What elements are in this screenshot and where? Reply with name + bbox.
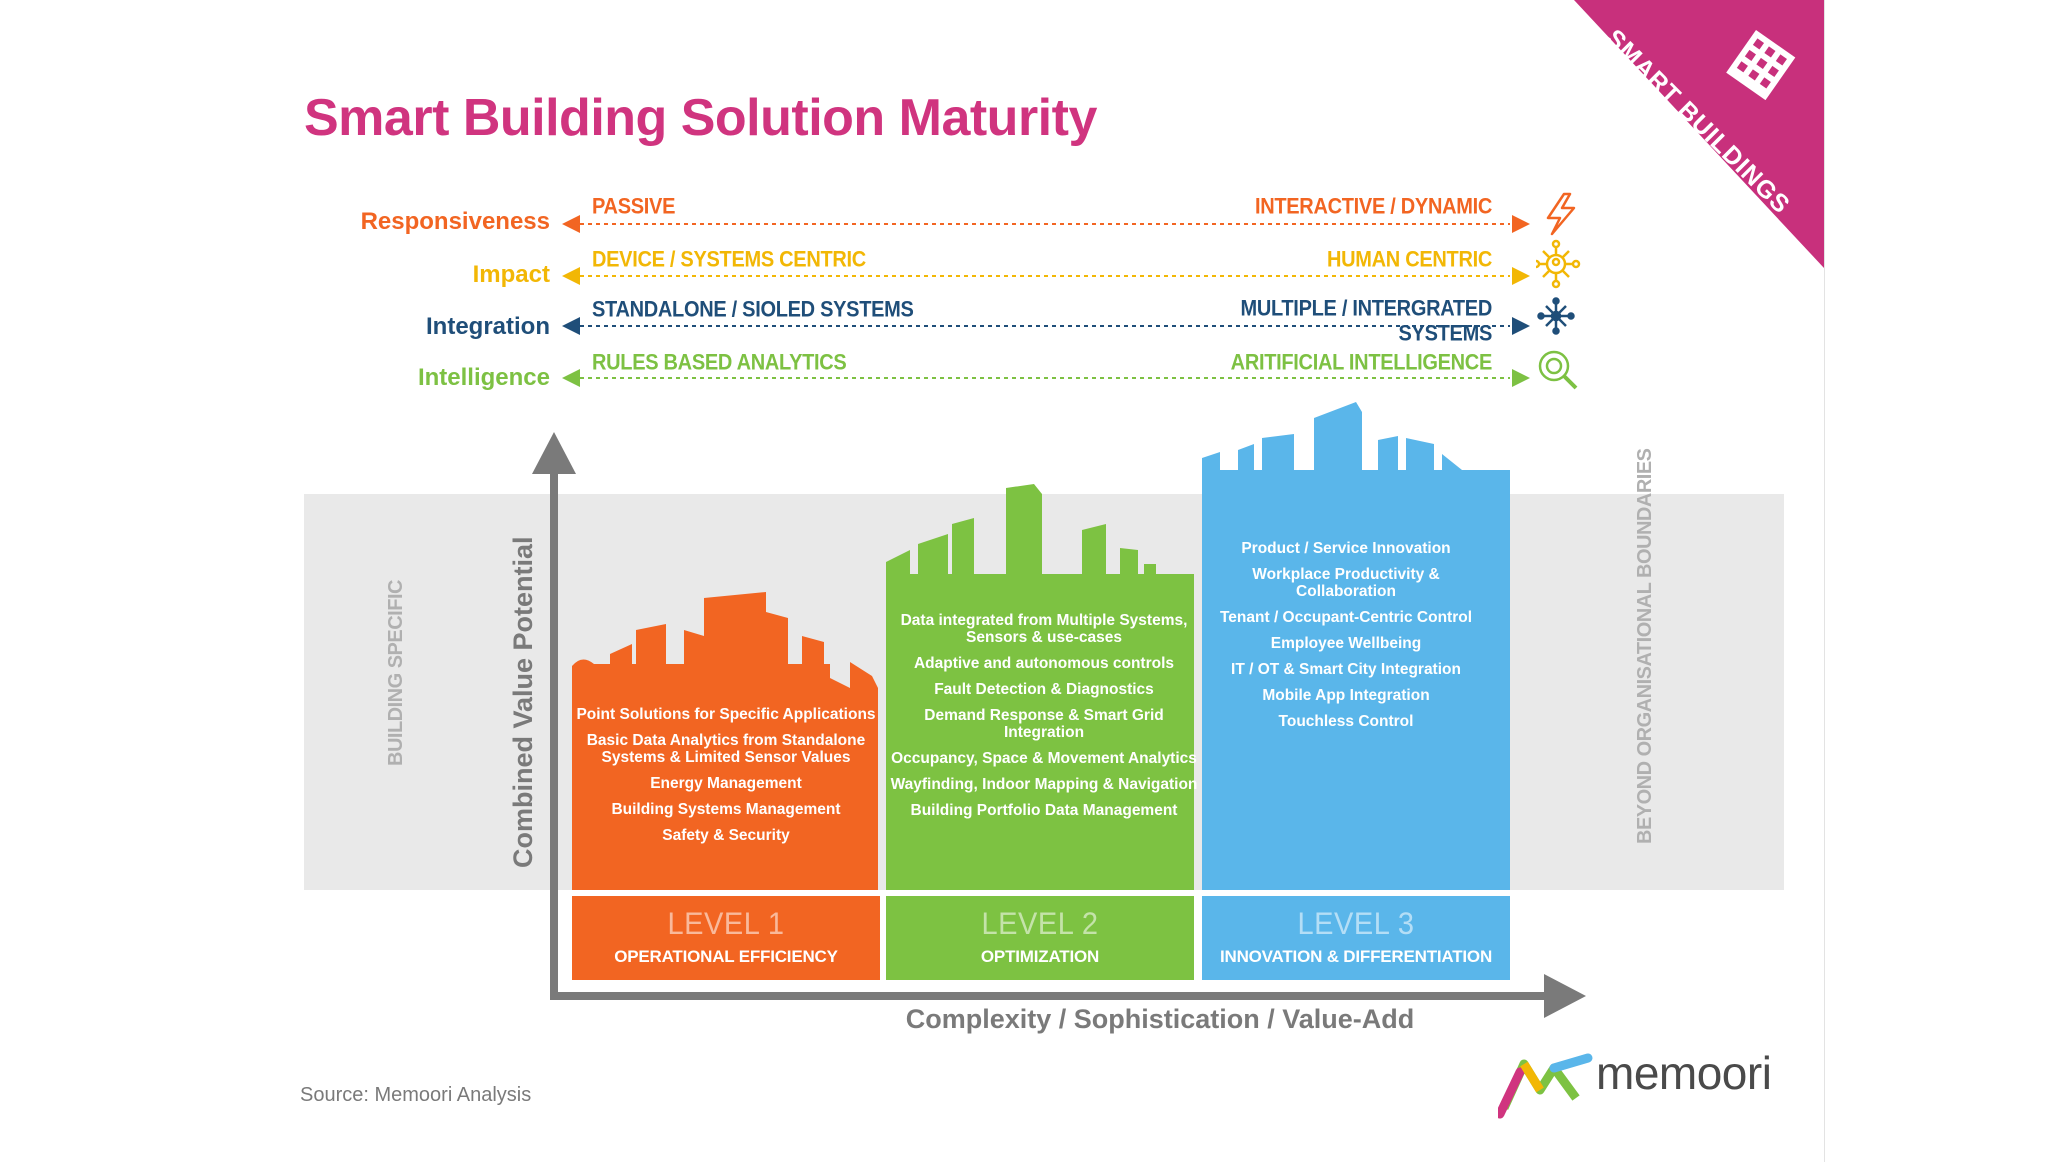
scale-left-label: STANDALONE / SIOLED SYSTEMS [592, 297, 914, 323]
scale-arrows [562, 215, 1530, 387]
y-axis-label: Combined Value Potential [508, 536, 538, 868]
list-item: Data integrated from Multiple Systems, S… [900, 612, 1188, 646]
list-item: Employee Wellbeing [1270, 635, 1422, 652]
level-number: LEVEL 3 [1297, 906, 1415, 942]
list-item: Fault Detection & Diagnostics [934, 681, 1154, 698]
side-label-left: BUILDING SPECIFIC [385, 580, 407, 766]
list-item: Occupancy, Space & Movement Analytics [891, 750, 1197, 767]
memoori-logo-icon [1498, 1053, 1593, 1119]
list-item: IT / OT & Smart City Integration [1231, 661, 1461, 678]
list-item: Safety & Security [662, 827, 790, 844]
scale-right-label: HUMAN CENTRIC [1327, 247, 1492, 273]
level-1-items: Point Solutions for Specific Application… [572, 706, 880, 853]
level-number: LEVEL 2 [981, 906, 1099, 942]
list-item: Building Systems Management [611, 801, 841, 818]
level-name: OPTIMIZATION [980, 947, 1100, 966]
dimension-label: Integration [426, 313, 550, 340]
axes [532, 432, 1586, 1018]
page-title: Smart Building Solution Maturity [304, 89, 1097, 147]
dimension-label: Responsiveness [360, 208, 550, 235]
scale-right-label: ARITIFICIAL INTELLIGENCE [1230, 350, 1493, 376]
side-label-right: BEYOND ORGANISATIONAL BOUNDARIES [1634, 448, 1656, 844]
memoori-logo-text: memoori [1596, 1047, 1772, 1099]
level-3-skyline [1202, 402, 1510, 890]
source-note: Source: Memoori Analysis [300, 1084, 532, 1106]
people-network-icon [1536, 239, 1581, 289]
level-name: INNOVATION & DIFFERENTIATION [1219, 947, 1493, 966]
brain-magnifier-icon [1538, 350, 1578, 390]
level-2-footer: LEVEL 2 OPTIMIZATION [886, 896, 1194, 980]
list-item: Basic Data Analytics from Standalone Sys… [586, 732, 866, 766]
level-1-skyline [572, 592, 878, 890]
list-item: Point Solutions for Specific Application… [576, 706, 876, 723]
scale-right-label: INTERACTIVE / DYNAMIC [1254, 194, 1492, 220]
building-grid-icon [1726, 30, 1796, 101]
skyline-graphics [572, 402, 1510, 890]
level-1-footer: LEVEL 1 OPERATIONAL EFFICIENCY [572, 896, 880, 980]
dimension-label: Impact [472, 261, 550, 288]
network-hub-icon [1537, 297, 1575, 335]
level-number: LEVEL 1 [667, 906, 785, 942]
list-item: Mobile App Integration [1262, 687, 1430, 704]
list-item: Demand Response & Smart Grid Integration [924, 707, 1164, 741]
dimension-icons [1536, 192, 1581, 390]
list-item: Energy Management [650, 775, 802, 792]
level-name: OPERATIONAL EFFICIENCY [614, 947, 838, 966]
scale-left-label: DEVICE / SYSTEMS CENTRIC [592, 247, 866, 273]
list-item: Wayfinding, Indoor Mapping & Navigation [890, 776, 1198, 793]
lightning-icon [1546, 192, 1576, 236]
list-item: Product / Service Innovation [1241, 540, 1451, 557]
x-axis-label: Complexity / Sophistication / Value-Add [905, 1004, 1415, 1034]
list-item: Tenant / Occupant-Centric Control [1219, 609, 1473, 626]
level-2-skyline [886, 484, 1194, 890]
list-item: Workplace Productivity & Collaboration [1252, 566, 1440, 600]
scale-left-label: PASSIVE [592, 194, 676, 220]
level-2-items: Data integrated from Multiple Systems, S… [890, 612, 1198, 828]
scale-left-label: RULES BASED ANALYTICS [592, 350, 847, 376]
level-3-footer: LEVEL 3 INNOVATION & DIFFERENTIATION [1202, 896, 1510, 980]
dimension-label: Intelligence [417, 364, 550, 391]
list-item: Touchless Control [1278, 713, 1414, 730]
corner-badge [1574, 0, 1824, 268]
level-3-items: Product / Service Innovation Workplace P… [1216, 540, 1476, 739]
list-item: Building Portfolio Data Management [910, 802, 1178, 819]
list-item: Adaptive and autonomous controls [913, 655, 1175, 672]
